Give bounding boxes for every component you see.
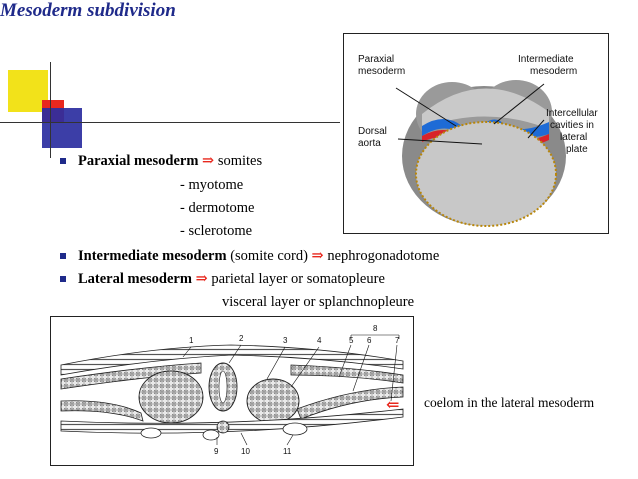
figure-number: 3	[283, 336, 288, 345]
bullet-intermediate-result: nephrogonadotome	[327, 248, 440, 264]
lateral-visceral-layer: visceral layer or splanchnopleure	[222, 294, 415, 310]
figure-number: 1	[189, 336, 194, 345]
label-cavities-1: Intercellular	[546, 108, 598, 119]
figure-number: 7	[395, 336, 400, 345]
figure-number: 6	[367, 336, 372, 345]
label-cavities-2: cavities in	[550, 120, 594, 131]
figure-number: 2	[239, 334, 244, 343]
label-dorsal-1: Dorsal	[358, 126, 387, 137]
figure-number: 8	[373, 324, 378, 333]
bullet-lateral-arrow: ⇒	[195, 271, 208, 287]
bullet-intermediate-arrow: ⇒	[311, 248, 324, 264]
figure-number: 11	[283, 447, 292, 456]
deco-blue-square	[42, 108, 82, 148]
figure-number: 9	[214, 447, 219, 456]
bullet-marker	[60, 276, 66, 282]
label-dorsal-2: aorta	[358, 138, 381, 149]
bullet-paraxial-result: somites	[217, 153, 263, 169]
bullet-intermediate-note: (somite cord)	[230, 248, 308, 264]
deco-yellow-square	[8, 70, 48, 112]
somite-part-sclerotome: - sclerotome	[180, 223, 253, 239]
bullet-lateral-term: Lateral mesoderm	[78, 271, 192, 287]
bullet-paraxial-term: Paraxial mesoderm	[78, 153, 199, 169]
bullet-marker	[60, 253, 66, 259]
bullet-lateral-result: parietal layer or somatopleure	[211, 271, 385, 287]
slide-title: Mesoderm subdivision	[0, 0, 176, 21]
label-intermediate-2: mesoderm	[530, 66, 577, 77]
somite-part-dermotome: - dermotome	[180, 200, 255, 216]
coelom-arrow: ⇐	[386, 397, 400, 414]
embryo-cross-section-diagram: Paraxial mesoderm Intermediate mesoderm …	[358, 54, 598, 227]
embryo-cross-section-figure: Paraxial mesoderm Intermediate mesoderm …	[343, 33, 609, 234]
label-intermediate-1: Intermediate	[518, 54, 574, 65]
mesoderm-section-figure: 1 2 3 4 5 6 7 8 9 10 11	[50, 316, 414, 466]
deco-horizontal-line	[0, 122, 340, 123]
label-cavities-4: plate	[566, 144, 588, 155]
bullet-lateral: Lateral mesoderm ⇒ parietal layer or som…	[78, 270, 385, 288]
coelom-note: coelom in the lateral mesoderm	[424, 395, 595, 410]
bullet-intermediate: Intermediate mesoderm (somite cord) ⇒ ne…	[78, 247, 439, 265]
bullet-paraxial: Paraxial mesoderm ⇒ somites	[78, 152, 262, 170]
bullet-marker	[60, 158, 66, 164]
label-paraxial-2: mesoderm	[358, 66, 405, 77]
mesoderm-section-diagram: 1 2 3 4 5 6 7 8 9 10 11	[60, 324, 404, 456]
figure-number: 4	[317, 336, 322, 345]
figure-number: 10	[241, 447, 250, 456]
bullet-intermediate-term: Intermediate mesoderm	[78, 248, 227, 264]
figure-number: 5	[349, 336, 354, 345]
somite-part-myotome: - myotome	[180, 177, 244, 193]
bullet-paraxial-arrow: ⇒	[202, 153, 215, 169]
deco-vertical-line	[50, 62, 51, 158]
label-cavities-3: lateral	[560, 132, 587, 143]
label-paraxial-1: Paraxial	[358, 54, 394, 65]
